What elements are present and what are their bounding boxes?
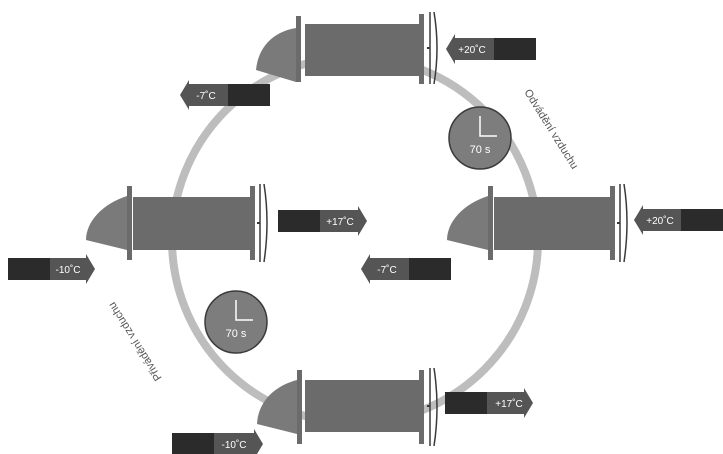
arrow-bottom-outflow: +17˚C <box>445 388 533 418</box>
temp-bottom-out: +17˚C <box>495 398 523 410</box>
recuperator-unit-top <box>256 11 438 85</box>
temp-right-in: +20˚C <box>646 215 674 227</box>
timer-label-lower: 70 s <box>226 328 247 340</box>
arrow-top-outflow: -7˚C <box>180 80 270 110</box>
arrow-left-inflow: -10˚C <box>8 254 95 284</box>
recuperator-unit-left <box>86 183 268 263</box>
exhaust-air-label: Odvádění vzduchu <box>521 87 580 171</box>
temp-top-in: +20˚C <box>458 44 486 56</box>
arrow-left-outflow: +17˚C <box>278 206 367 236</box>
timer-clock-lower: 70 s <box>204 290 268 354</box>
arrow-right-inflow: +20˚C <box>634 205 723 235</box>
recuperator-unit-bottom <box>257 367 438 447</box>
arrow-top-inflow: +20˚C <box>446 34 536 64</box>
temp-top-out: -7˚C <box>196 90 215 102</box>
arrow-right-outflow: -7˚C <box>361 254 451 284</box>
recuperator-unit-right <box>447 183 628 263</box>
temp-right-out: -7˚C <box>377 264 396 276</box>
supply-air-label: Přivádění vzduchu <box>106 300 164 383</box>
timer-label-upper: 70 s <box>470 144 491 156</box>
temp-bottom-in: -10˚C <box>221 439 246 451</box>
temp-left-in: -10˚C <box>55 264 80 276</box>
temp-left-out: +17˚C <box>326 216 354 228</box>
arrow-bottom-inflow: -10˚C <box>172 429 263 454</box>
timer-clock-upper: 70 s <box>448 106 512 170</box>
